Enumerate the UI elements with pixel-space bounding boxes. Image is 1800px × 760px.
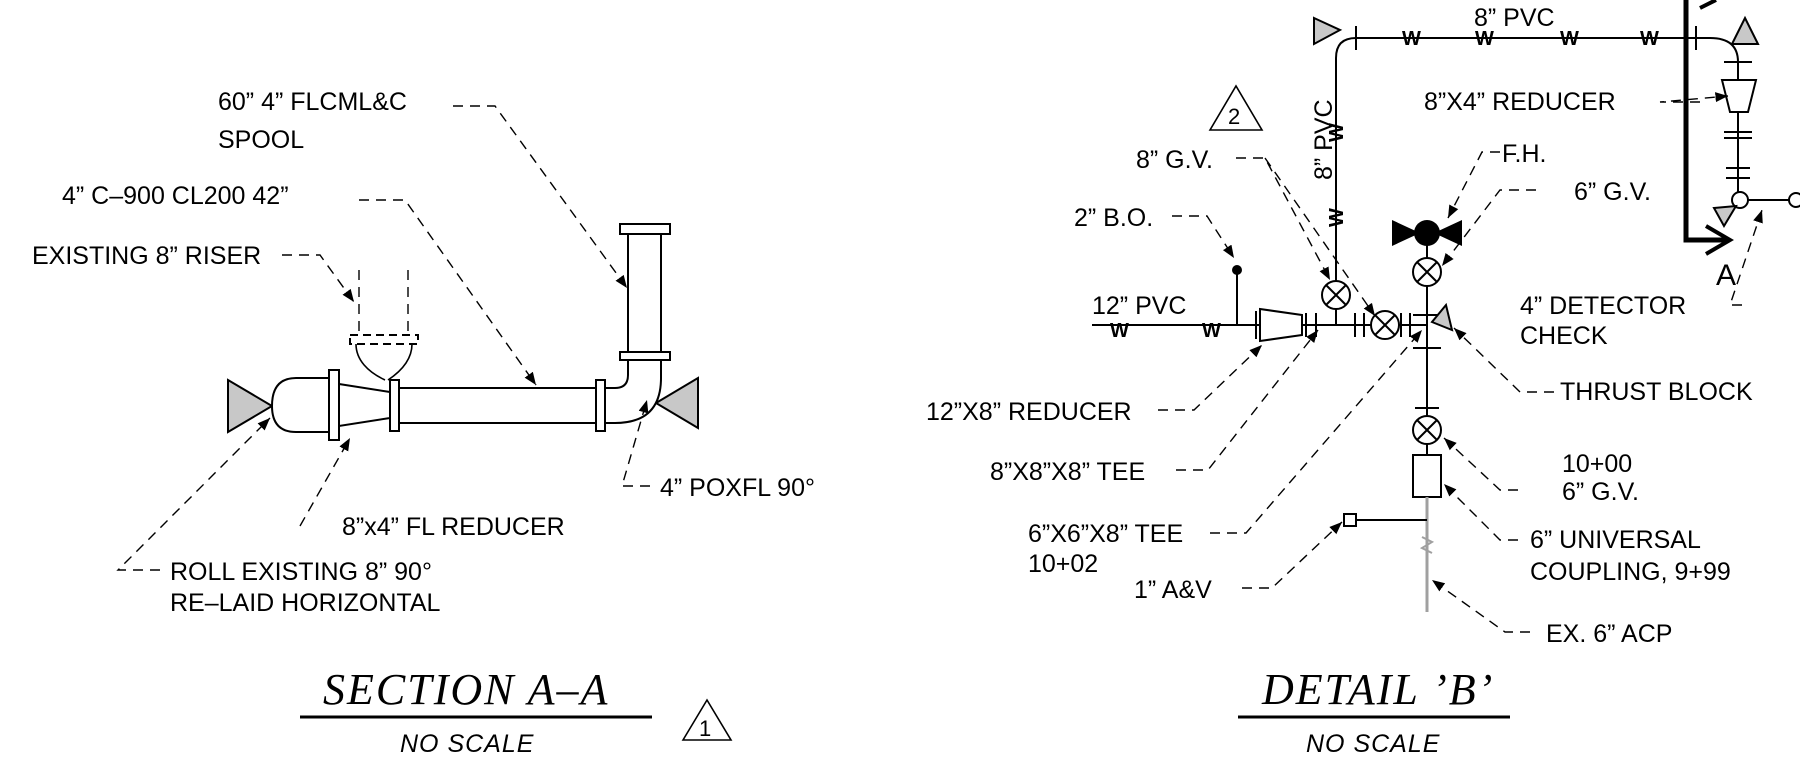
w-symbol: W [1560,28,1579,50]
thrust-block [1730,15,1760,45]
flange [328,369,340,441]
label-gate-valve-8: 8” G.V. [1136,146,1213,174]
w-symbol: W [1110,320,1129,342]
thrust-block [1313,16,1343,46]
flange [619,223,671,235]
label-c900-pipe: 4” C–900 CL200 42” [62,182,289,210]
detail-b-title: DETAIL ’B’ [1261,665,1494,714]
label-thrust-block: THRUST BLOCK [1560,378,1753,406]
label-existing-riser: EXISTING 8” RISER [32,242,261,270]
label-reducer-8x4: 8”X4” REDUCER [1424,88,1616,116]
label-flcml-spool: 60” 4” FLCML&C [218,88,407,116]
universal-coupling [1412,454,1442,498]
label-pvc-8-vertical: 8” PVC [1310,99,1338,180]
revision-number-1: 1 [699,716,711,741]
label-pvc-12: 12” PVC [1092,292,1186,320]
flange [389,379,400,432]
label-universal-coupling: 6” UNIVERSAL [1530,526,1701,554]
poxfl-90-elbow [604,357,662,424]
flcml-spool [627,233,662,353]
label-roll-existing: ROLL EXISTING 8” 90° [170,558,432,586]
section-aa-view: 60” 4” FLCML&C SPOOL 4” C–900 CL200 42” … [32,88,815,758]
revision-triangle-2 [1208,84,1264,131]
w-symbol: W [1475,28,1494,50]
reducer-12x8 [1259,307,1303,343]
label-blow-off: 2” B.O. [1074,204,1153,232]
w-symbol: W [1326,123,1348,142]
w-symbol: W [1640,28,1659,50]
label-spool: SPOOL [218,126,304,154]
air-vac-valve [1343,513,1357,527]
revision-number-2: 2 [1228,104,1240,129]
fire-hydrant [1414,220,1440,246]
w-symbol: W [1326,208,1348,227]
rolled-elbow [270,377,336,433]
label-air-vac: 1” A&V [1134,576,1212,604]
section-cut-line [1683,0,1728,243]
label-gate-valve-6-low: 6” G.V. [1562,478,1639,506]
w-symbol: W [1402,28,1421,50]
label-existing-acp: EX. 6” ACP [1546,620,1672,648]
label-poxfl-90: 4” POXFL 90° [660,474,815,502]
label-fire-hydrant: F.H. [1502,140,1546,168]
existing-riser [349,270,419,381]
fire-hydrant-nozzle [1392,220,1420,246]
section-aa-title: SECTION A–A [323,665,609,714]
fl-reducer [338,382,391,428]
thrust-block-right [654,376,699,430]
fire-hydrant-nozzle [1434,220,1462,246]
thrust-block [1712,204,1738,228]
label-tee-8x8x8: 8”X8”X8” TEE [990,458,1145,486]
detail-b-scale: NO SCALE [1306,730,1440,758]
section-aa-scale: NO SCALE [400,730,534,758]
label-gate-valve-6-top: 6” G.V. [1574,178,1651,206]
thrust-block [1430,302,1454,332]
label-relaid-horizontal: RE–LAID HORIZONTAL [170,589,441,617]
label-station-1002: 10+02 [1028,550,1098,578]
label-detector-check: 4” DETECTOR [1520,292,1686,320]
label-check: CHECK [1520,322,1608,350]
label-reducer-12x8: 12”X8” REDUCER [926,398,1132,426]
blow-off-cap [1232,265,1242,275]
flange [595,379,606,432]
label-tee-6x6x8: 6”X6”X8” TEE [1028,520,1183,548]
section-mark-a: A [1716,259,1736,292]
c900-pipe [398,387,597,424]
label-coupling-station: COUPLING, 9+99 [1530,558,1731,586]
label-station-1000: 10+00 [1562,450,1632,478]
thrust-block-left [227,378,274,434]
label-fl-reducer: 8”x4” FL REDUCER [342,513,565,541]
label-pvc-8-top: 8” PVC [1474,4,1555,32]
flange [619,351,671,361]
w-symbol: W [1202,320,1221,342]
detail-b-view: W W W W W W W W A [926,0,1800,758]
revision-triangle-1 [681,698,733,741]
